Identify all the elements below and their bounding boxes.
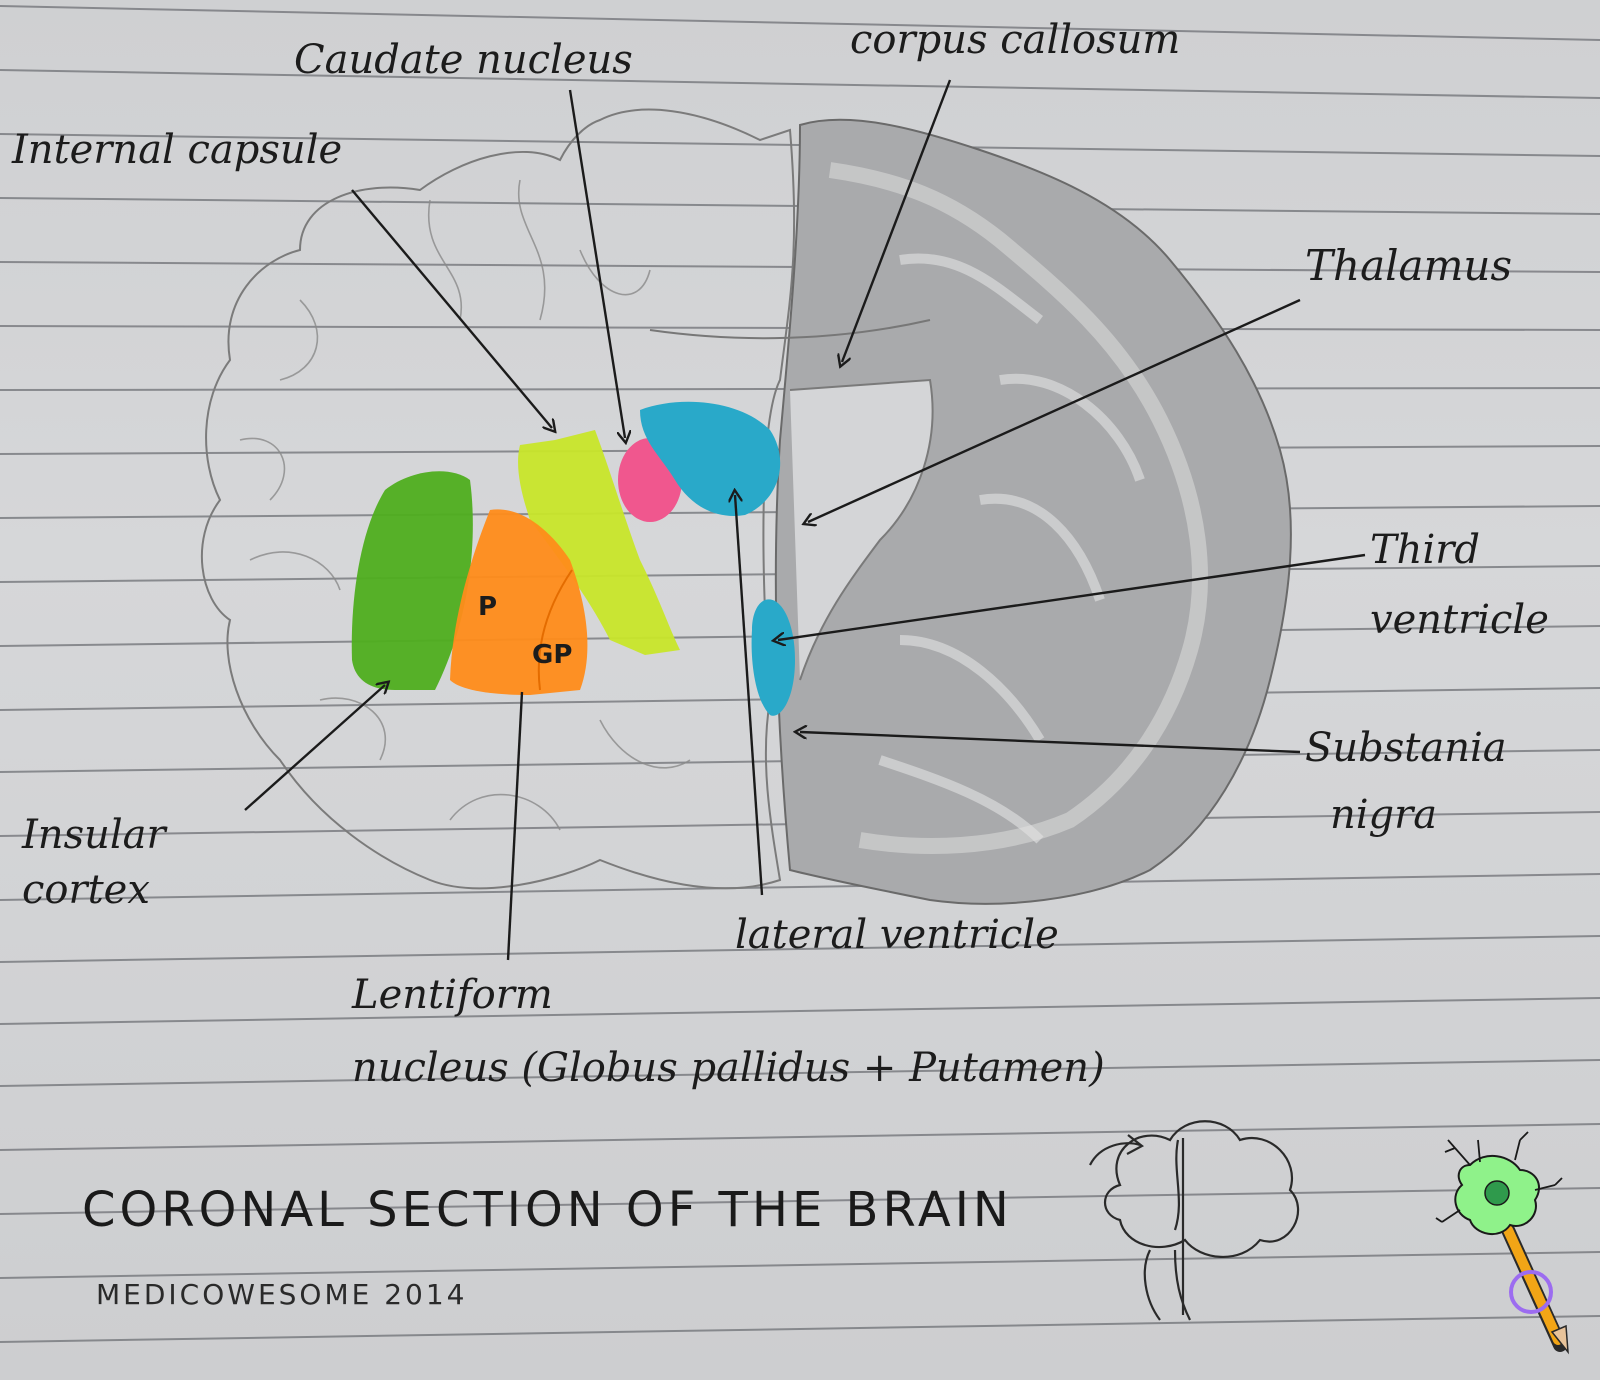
pointer-substantia-nigra — [800, 732, 1301, 754]
label-globus-pallidus-abbrev: GP — [532, 640, 573, 670]
label-lentiform-line2: nucleus (Globus pallidus + Putamen) — [352, 1045, 1105, 1091]
insular-cortex-shape — [351, 471, 473, 690]
internal-capsule-shape — [518, 430, 680, 655]
label-third-ventricle-line1: Third — [1370, 527, 1480, 573]
pointer-internal-capsule — [351, 189, 552, 428]
lateral-ventricle-shape — [640, 401, 781, 516]
label-lateral-ventricle: lateral ventricle — [735, 912, 1059, 958]
pointer-lentiform-nucleus — [506, 691, 524, 961]
pointer-corpus-callosum — [842, 79, 952, 362]
left-gyri — [239, 179, 691, 831]
putamen-gp-divider — [537, 569, 573, 691]
label-caudate-nucleus: Caudate nucleus — [294, 37, 633, 83]
page-title: CORONAL SECTION OF THE BRAIN — [82, 1182, 1013, 1238]
neuron-icon — [1435, 1131, 1563, 1235]
left-hemisphere-outline — [200, 108, 796, 890]
label-internal-capsule: Internal capsule — [12, 127, 343, 173]
third-ventricle-shape — [751, 599, 795, 716]
lentiform-nucleus-shape — [450, 509, 588, 695]
pointer-thalamus — [808, 298, 1301, 522]
label-putamen-abbrev: P — [478, 592, 498, 622]
pointer-insular-cortex — [244, 685, 385, 811]
pencil-icon — [1501, 1223, 1569, 1355]
label-insular-cortex-line1: Insular — [22, 812, 166, 858]
label-lentiform-line1: Lentiform — [352, 972, 553, 1018]
pointer-lateral-ventricle — [735, 495, 764, 896]
label-substantia-nigra-line1: Substania — [1305, 725, 1507, 771]
label-thalamus: Thalamus — [1305, 241, 1513, 290]
right-hemisphere-shaded — [774, 118, 1292, 905]
credit-text: MEDICOWESOME 2014 — [96, 1278, 468, 1311]
label-corpus-callosum: corpus callosum — [850, 17, 1181, 63]
label-substantia-nigra-line2: nigra — [1330, 792, 1438, 838]
pointer-third-ventricle — [778, 553, 1366, 640]
pointer-caudate-nucleus — [568, 89, 625, 438]
label-third-ventricle-line2: ventricle — [1370, 597, 1549, 643]
corpus-callosum-shape — [649, 319, 931, 340]
label-insular-cortex-line2: cortex — [22, 867, 150, 913]
